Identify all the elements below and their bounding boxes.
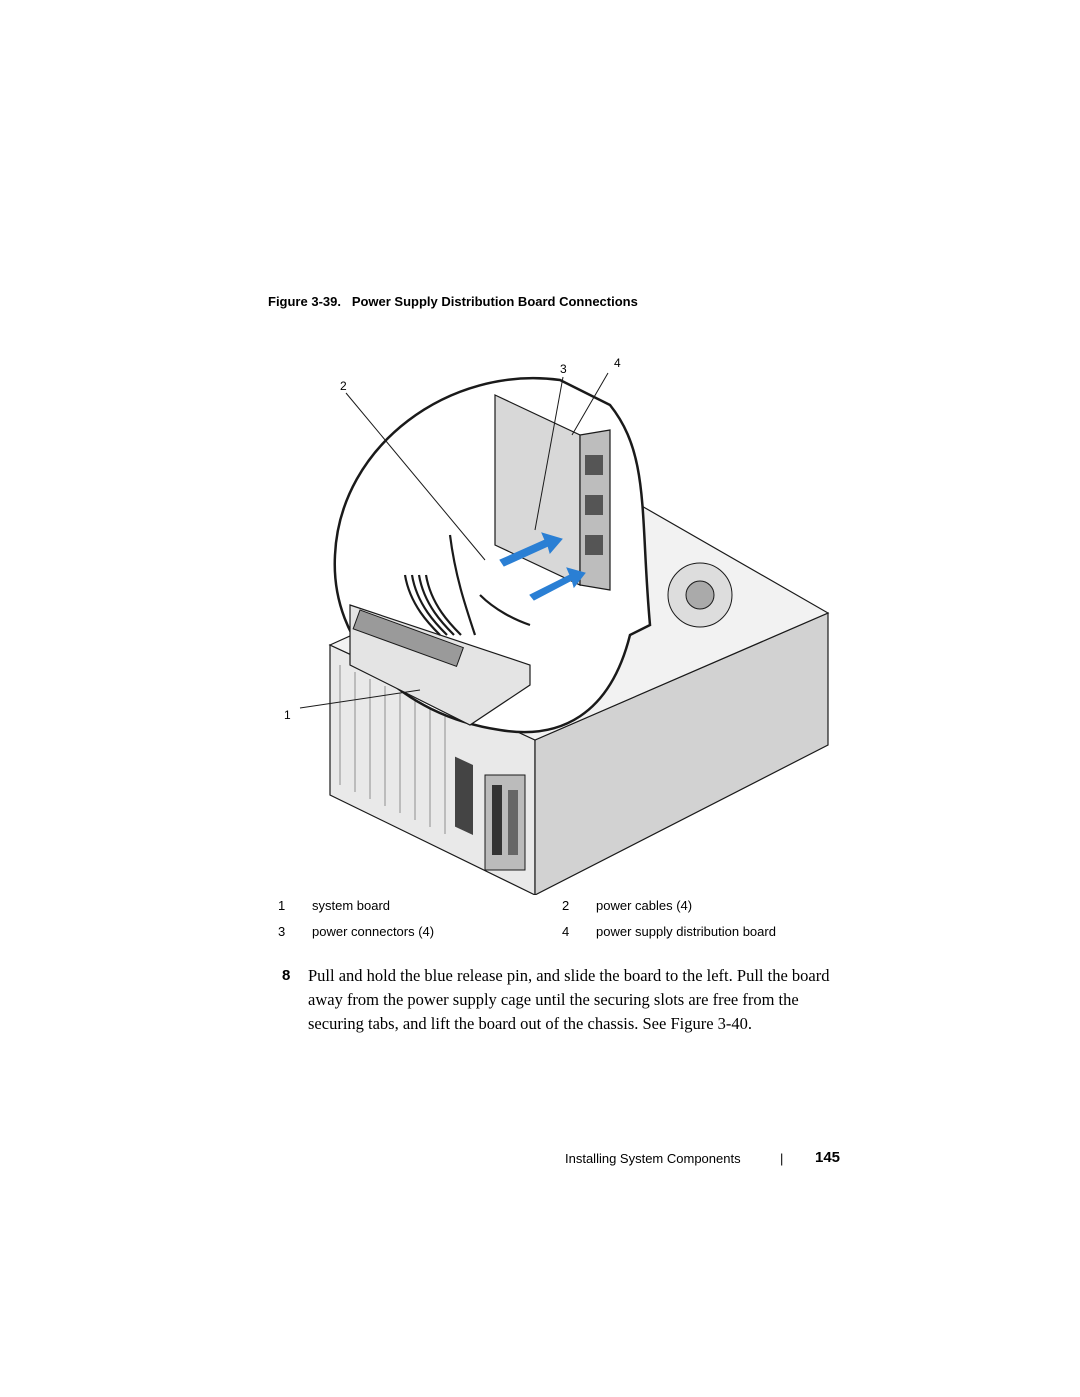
callout-4: 4 <box>614 356 621 370</box>
legend-label: system board <box>312 898 391 913</box>
legend-label: power connectors (4) <box>312 924 435 939</box>
callout-2: 2 <box>340 379 347 393</box>
legend-label: power cables (4) <box>596 898 693 913</box>
magnified-detail <box>333 377 652 734</box>
legend-label: power supply distribution board <box>596 924 776 939</box>
figure-caption: Figure 3-39. Power Supply Distribution B… <box>268 294 638 309</box>
footer-separator: | <box>780 1151 784 1166</box>
step-number: 8 <box>282 967 291 984</box>
legend-row: 3 power connectors (4) 4 power supply di… <box>278 924 838 950</box>
direction-arrows <box>499 532 586 601</box>
callout-3: 3 <box>560 362 567 376</box>
legend-number: 1 <box>278 898 286 913</box>
legend-number: 4 <box>562 924 570 939</box>
legend-number: 2 <box>562 898 570 913</box>
step-text: Pull and hold the blue release pin, and … <box>308 966 830 1033</box>
figure-legend: 1 system board 2 power cables (4) 3 powe… <box>278 898 838 950</box>
footer-section-title: Installing System Components <box>565 1151 741 1166</box>
page-number: 145 <box>815 1149 841 1166</box>
figure-caption-prefix: Figure 3-39. <box>268 294 341 309</box>
legend-row: 1 system board 2 power cables (4) <box>278 898 838 924</box>
legend-number: 3 <box>278 924 286 939</box>
figure-illustration: 1 2 3 4 <box>284 356 830 895</box>
callout-1: 1 <box>284 708 291 722</box>
figure-caption-title: Power Supply Distribution Board Connecti… <box>351 294 638 309</box>
